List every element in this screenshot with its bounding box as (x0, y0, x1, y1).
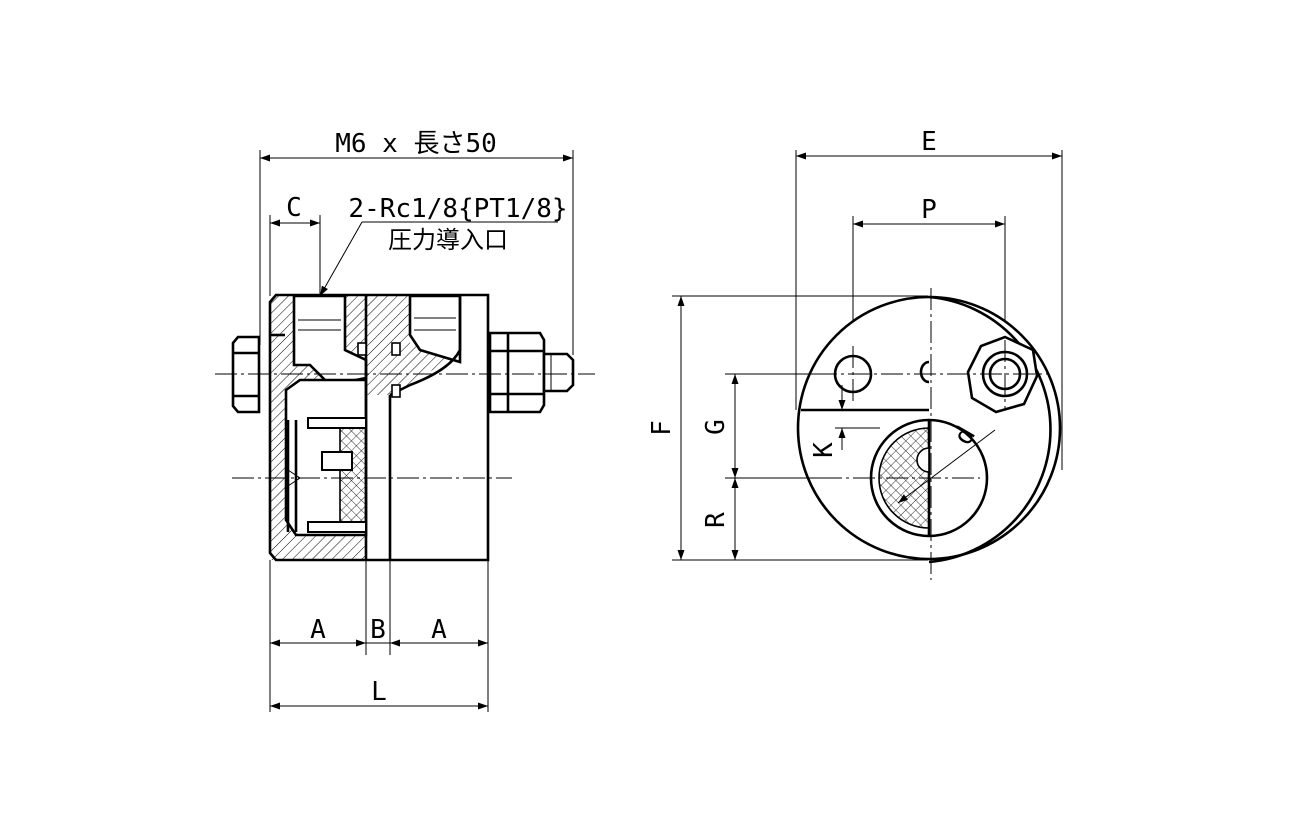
end-view-body (796, 295, 1062, 564)
label-L: L (371, 677, 387, 707)
label-R: R (701, 512, 731, 528)
port-note-line1: 2-Rc1/8{PT1/8} (348, 194, 567, 224)
label-K: K (809, 442, 839, 458)
main-body (268, 293, 490, 562)
label-A-right: A (431, 615, 447, 645)
label-C: C (286, 193, 302, 223)
port-note: 2-Rc1/8{PT1/8} 圧力導入口 (319, 194, 568, 297)
label-B: B (370, 615, 386, 645)
left-view: M6 x 長さ50 C 2-Rc1/8{PT1/8} 圧力導入口 (215, 129, 595, 712)
dim-C: C (269, 193, 321, 296)
dim-bolt-length: M6 x 長さ50 (259, 129, 574, 355)
label-A-left: A (310, 615, 326, 645)
dim-E: E (795, 127, 1063, 470)
label-E: E (921, 127, 937, 157)
right-view: E P (647, 127, 1063, 580)
dim-A-B-A: A B A (269, 560, 489, 712)
hex-nut-right (488, 331, 575, 414)
dim-K: K (809, 385, 880, 458)
label-P: P (921, 195, 937, 225)
label-F: F (647, 420, 677, 436)
port-note-line2: 圧力導入口 (388, 226, 508, 254)
hex-nut-left (231, 335, 261, 414)
label-G: G (701, 419, 731, 435)
bolt-length-label: M6 x 長さ50 (335, 129, 497, 159)
dim-L: L (270, 677, 488, 710)
dim-G-R: G R (701, 373, 820, 560)
dim-F: F (647, 295, 928, 561)
